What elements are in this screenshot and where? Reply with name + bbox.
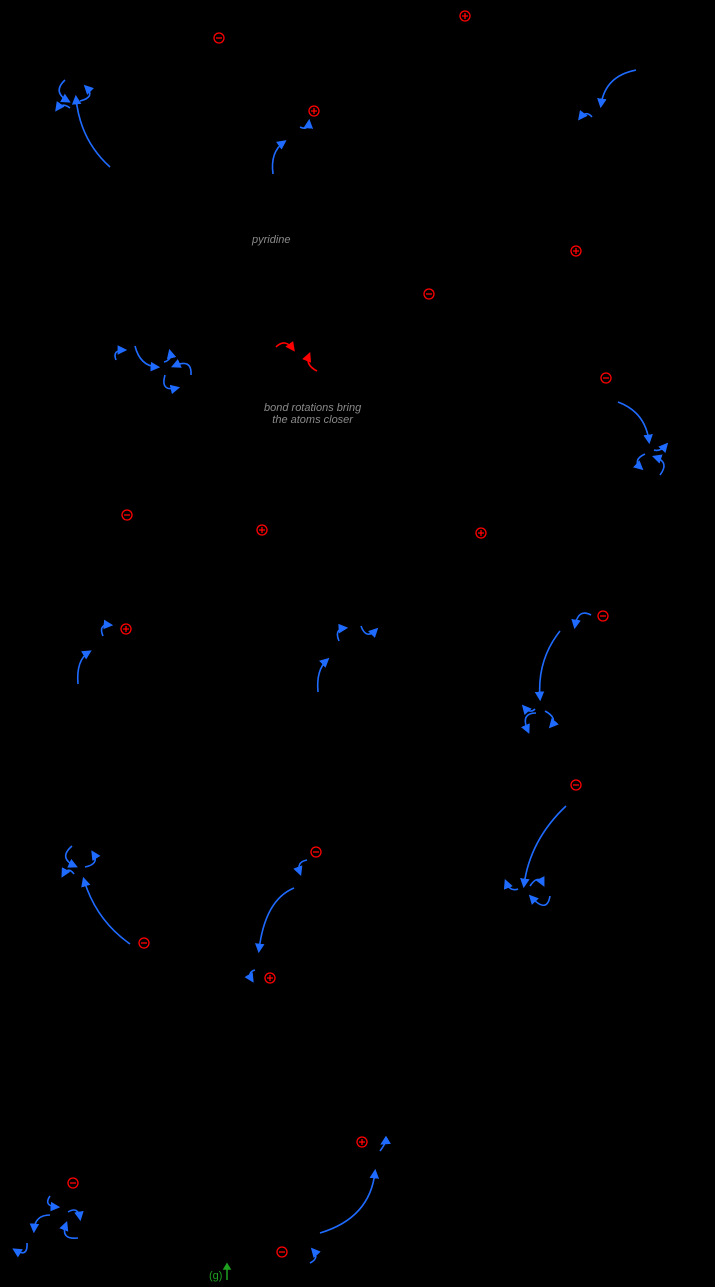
- curved-arrow: [163, 374, 181, 395]
- negative-charge-icon: [67, 1177, 79, 1189]
- curved-arrow: [81, 876, 131, 945]
- curved-arrow: [114, 345, 128, 361]
- curved-arrow: [309, 1247, 321, 1264]
- curved-arrow: [633, 453, 646, 471]
- curved-arrow: [293, 859, 308, 877]
- positive-charge-icon: [356, 1136, 368, 1148]
- curved-arrow: [163, 348, 177, 363]
- curved-arrow: [299, 118, 314, 129]
- curved-arrow: [67, 1209, 84, 1222]
- curved-arrow: [544, 710, 559, 729]
- positive-charge-icon: [475, 527, 487, 539]
- annotation-line-2: the atoms closer: [272, 414, 353, 426]
- curved-arrow: [503, 879, 519, 891]
- curved-arrow: [379, 1135, 391, 1152]
- curved-arrow: [46, 1195, 61, 1212]
- positive-charge-icon: [308, 105, 320, 117]
- curved-arrow: [71, 94, 111, 168]
- curved-arrow: [76, 650, 92, 685]
- negative-charge-icon: [310, 846, 322, 858]
- negative-charge-icon: [423, 288, 435, 300]
- gas-label: (g): [209, 1270, 223, 1282]
- curved-arrow: [61, 867, 75, 878]
- curved-arrow: [254, 887, 295, 954]
- curved-arrow: [316, 657, 330, 693]
- curved-arrow: [521, 704, 536, 715]
- curved-arrow: [244, 969, 256, 983]
- curved-arrow: [571, 612, 592, 630]
- gas-evolution-arrow: [222, 1262, 232, 1280]
- curved-arrow: [597, 69, 637, 109]
- curved-arrow: [64, 845, 78, 868]
- curved-arrow: [653, 442, 669, 453]
- charge-group: [67, 10, 612, 1258]
- curved-arrow: [617, 401, 653, 445]
- reagent-label: pyridine: [252, 234, 291, 246]
- negative-charge-icon: [597, 610, 609, 622]
- negative-charge-icon: [570, 779, 582, 791]
- rotation-arrow: [302, 352, 318, 372]
- negative-charge-icon: [276, 1246, 288, 1258]
- negative-charge-icon: [600, 372, 612, 384]
- curved-arrow: [79, 84, 94, 102]
- curved-arrow: [271, 140, 287, 175]
- curved-arrow: [55, 101, 71, 112]
- negative-charge-icon: [138, 937, 150, 949]
- curved-arrow: [520, 805, 567, 889]
- positive-charge-icon: [256, 524, 268, 536]
- curved-arrow: [12, 1242, 28, 1258]
- negative-charge-icon: [121, 509, 133, 521]
- curved-arrow: [100, 619, 114, 637]
- curved-arrow: [171, 359, 192, 376]
- curved-arrow: [521, 712, 537, 734]
- curved-arrow: [134, 345, 161, 372]
- curved-arrow: [651, 454, 665, 476]
- rotation-arrow: [275, 341, 295, 352]
- curved-arrow: [336, 623, 349, 642]
- curved-arrow: [29, 1214, 51, 1234]
- curved-arrow: [534, 630, 561, 702]
- annotation-note: bond rotations bring the atoms closer: [264, 402, 361, 426]
- curved-arrow: [84, 850, 101, 868]
- curved-arrow: [578, 110, 593, 121]
- curved-arrow: [529, 876, 545, 887]
- positive-charge-icon: [264, 972, 276, 984]
- positive-charge-icon: [120, 623, 132, 635]
- positive-charge-icon: [459, 10, 471, 22]
- negative-charge-icon: [213, 32, 225, 44]
- positive-charge-icon: [570, 245, 582, 257]
- annotation-line-1: bond rotations bring: [264, 402, 362, 414]
- curved-arrow: [59, 1221, 79, 1240]
- curved-arrow: [319, 1168, 380, 1234]
- curved-arrow: [528, 894, 551, 907]
- curved-arrow: [360, 625, 379, 638]
- curved-arrow: [58, 79, 71, 103]
